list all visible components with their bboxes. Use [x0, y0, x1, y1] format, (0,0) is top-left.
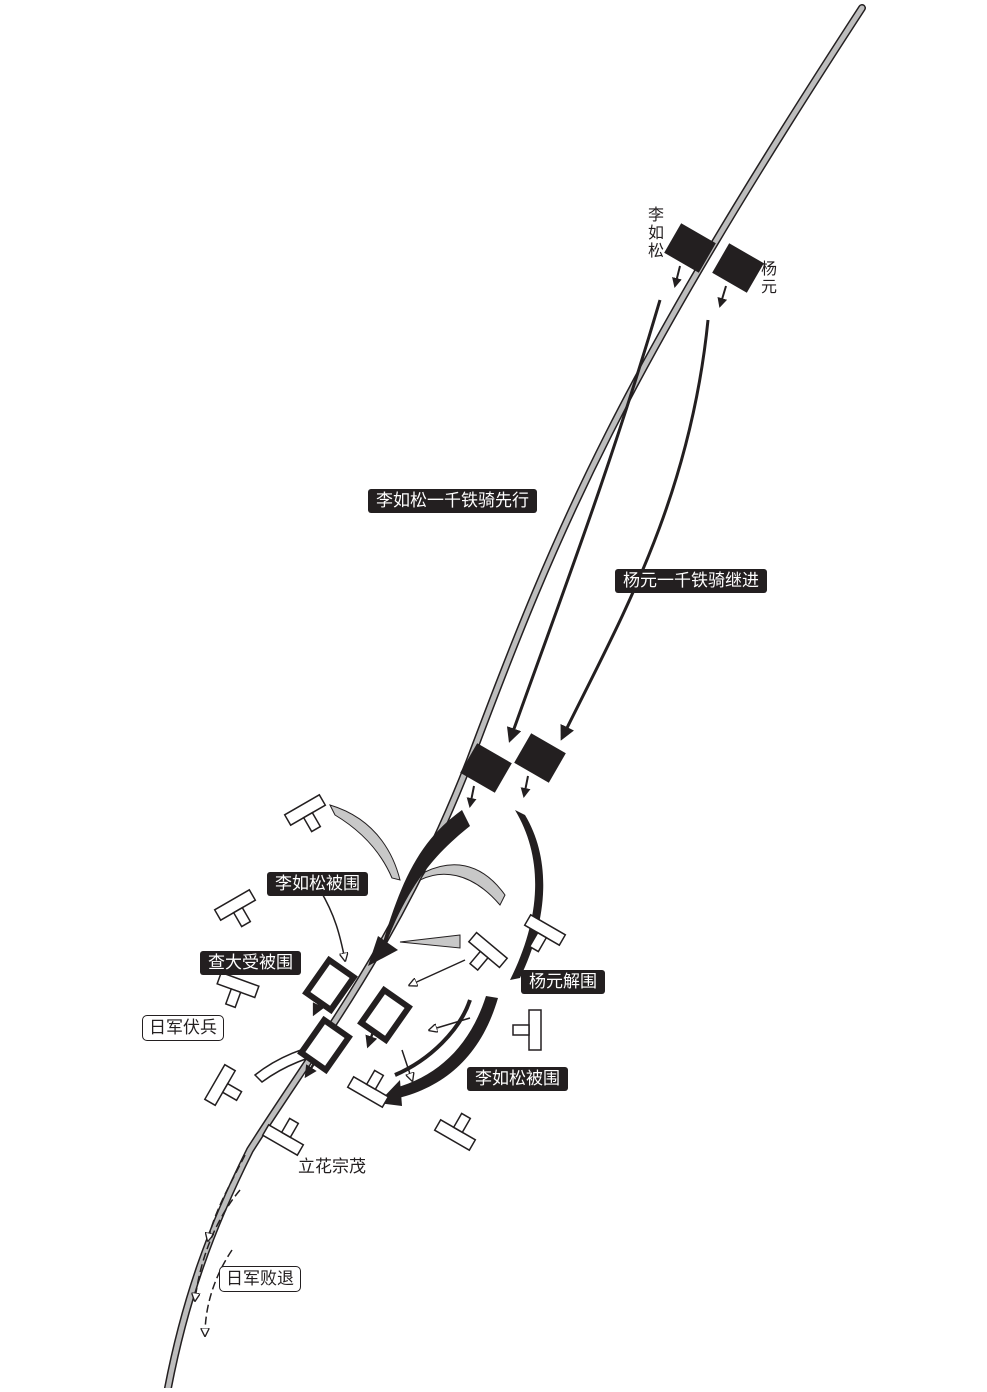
zha-unit [302, 955, 358, 1017]
south-unit [297, 1015, 353, 1079]
retreat-arrow-3 [205, 1249, 233, 1335]
japanese-retreat-label: 日军败退 [219, 1266, 301, 1292]
li-rusong-block-mid [460, 743, 512, 808]
li-rusong-block-top [664, 223, 716, 288]
yang-rescue-label: 杨元解围 [521, 970, 605, 994]
li-charge-arrow-head [368, 936, 398, 966]
li-advance-arrow [506, 299, 662, 743]
li-charge-arrow [378, 810, 470, 960]
yang-advance-arrow [560, 319, 710, 741]
li-surrounded-label-2: 李如松被围 [467, 1067, 568, 1091]
road [164, 4, 866, 1392]
yang-rescue-arrow [390, 996, 498, 1100]
yang-yuan-block-top [712, 243, 764, 308]
enemy-open-arrow-1 [319, 889, 345, 960]
enemy-open-arrow-3 [430, 1017, 471, 1030]
zha-surrounded-label: 查大受被围 [200, 951, 301, 975]
li-rescue-curve [394, 999, 472, 1077]
li-advance-label: 李如松一千铁骑先行 [368, 489, 537, 513]
enemy-open-arrow-4 [401, 1049, 412, 1080]
enemy-arrow-center [399, 934, 461, 949]
enemy-open-arrow-2 [410, 959, 466, 985]
li-encircled-unit [357, 985, 413, 1049]
li-rusong-unit-label: 李如松 [647, 205, 664, 260]
yang-yuan-unit-label: 杨元 [760, 259, 777, 296]
retreat-arrow-2 [195, 1189, 241, 1300]
enemy-arrow-upper-left [329, 804, 401, 881]
japanese-ambush-label: 日军伏兵 [142, 1015, 224, 1041]
yang-advance-label: 杨元一千铁骑继进 [615, 569, 767, 593]
yang-yuan-block-mid [514, 733, 566, 798]
yang-charge-arrow [510, 810, 544, 980]
japanese-units [203, 793, 567, 1157]
tachibana-label: 立花宗茂 [298, 1157, 366, 1177]
enemy-arrow-upper-right [418, 864, 506, 906]
li-surrounded-label-1: 李如松被围 [267, 872, 368, 896]
